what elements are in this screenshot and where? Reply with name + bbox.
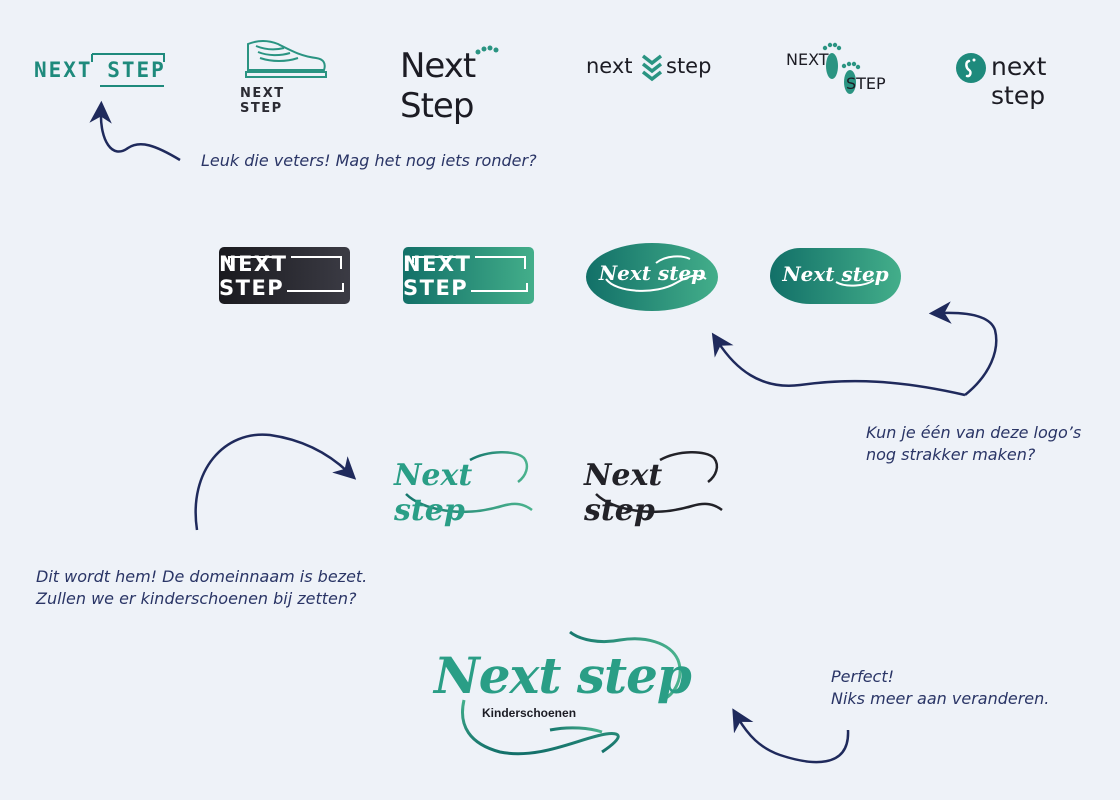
script-logo-dark-lace bbox=[595, 451, 723, 513]
badge-4-text: Next step bbox=[782, 262, 889, 286]
logo-2-text: NEXT STEP bbox=[240, 86, 285, 116]
comment-3-line1: Dit wordt hem! De domeinnaam is bezet. bbox=[36, 567, 368, 586]
comment-2-line1: Kun je één van deze logo’s bbox=[866, 423, 1082, 442]
badge-2: NEXT STEP bbox=[403, 247, 534, 304]
comment-2: Kun je één van deze logo’s nog strakker … bbox=[866, 422, 1081, 466]
logo-3-text: Next Step bbox=[400, 46, 476, 126]
badge-3: Next step bbox=[586, 243, 718, 311]
logo-3: Next Step bbox=[400, 44, 540, 126]
final-logo-lace bbox=[461, 630, 682, 756]
script-logo-teal: Next step bbox=[392, 446, 542, 528]
final-logo: Next step Kinderschoenen bbox=[430, 626, 700, 786]
logo-2: NEXT STEP bbox=[238, 36, 333, 116]
badge-4-lace bbox=[835, 279, 875, 287]
badge-4: Next step bbox=[770, 248, 901, 304]
comment-4-line2: Niks meer aan veranderen. bbox=[831, 689, 1050, 708]
logo-4-word2: step bbox=[666, 54, 712, 78]
comment-3: Dit wordt hem! De domeinnaam is bezet. Z… bbox=[36, 566, 367, 610]
comment-4-line1: Perfect! bbox=[831, 667, 895, 686]
chevron-icon bbox=[641, 54, 663, 82]
comment-1: Leuk die veters! Mag het nog iets ronder… bbox=[201, 151, 537, 170]
foot-circle-icon bbox=[956, 53, 986, 83]
badge-1-frame bbox=[228, 256, 344, 292]
badge-1: NEXT STEP bbox=[219, 247, 350, 304]
badge-2-frame bbox=[412, 256, 528, 292]
arrow-1 bbox=[89, 100, 181, 162]
comment-3-line2: Zullen we er kinderschoenen bij zetten? bbox=[36, 589, 357, 608]
badge-2-text: NEXT STEP bbox=[403, 251, 472, 300]
logo-1-text: NEXT STEP bbox=[34, 58, 166, 82]
logo-1: NEXT STEP bbox=[32, 52, 167, 92]
script-logo-dark: Next step bbox=[582, 446, 732, 528]
arrow-2b bbox=[928, 301, 998, 396]
logo-5: NEXT STEP bbox=[786, 40, 891, 100]
script-logo-teal-lace bbox=[405, 451, 533, 513]
logo-6-text: next step bbox=[991, 52, 1047, 110]
script-logo-dark-text: Next step bbox=[584, 458, 663, 528]
arrow-3 bbox=[194, 433, 357, 531]
footprints-icon bbox=[822, 42, 861, 94]
logo-1-frame bbox=[91, 53, 165, 87]
comment-2-line2: nog strakker maken? bbox=[866, 445, 1036, 464]
final-logo-subtitle: Kinderschoenen bbox=[482, 706, 577, 720]
logo-5-word1: NEXT bbox=[786, 50, 829, 69]
final-logo-title: Next step bbox=[434, 646, 692, 705]
arrow-4 bbox=[732, 708, 850, 764]
comment-4: Perfect! Niks meer aan veranderen. bbox=[831, 666, 1049, 710]
logo-4-word1: next bbox=[586, 54, 633, 78]
script-logo-teal-text: Next step bbox=[394, 458, 473, 528]
badge-3-text: Next step bbox=[598, 261, 706, 285]
badge-1-text: NEXT STEP bbox=[219, 251, 288, 300]
footprint-icon bbox=[475, 45, 499, 55]
arrow-2a bbox=[711, 332, 966, 397]
logo-6: next step bbox=[955, 50, 1090, 110]
badge-3-lace bbox=[605, 255, 707, 292]
logo-5-word2: STEP bbox=[846, 74, 886, 93]
logo-4: next step bbox=[586, 52, 726, 86]
sneaker-icon bbox=[245, 40, 327, 78]
